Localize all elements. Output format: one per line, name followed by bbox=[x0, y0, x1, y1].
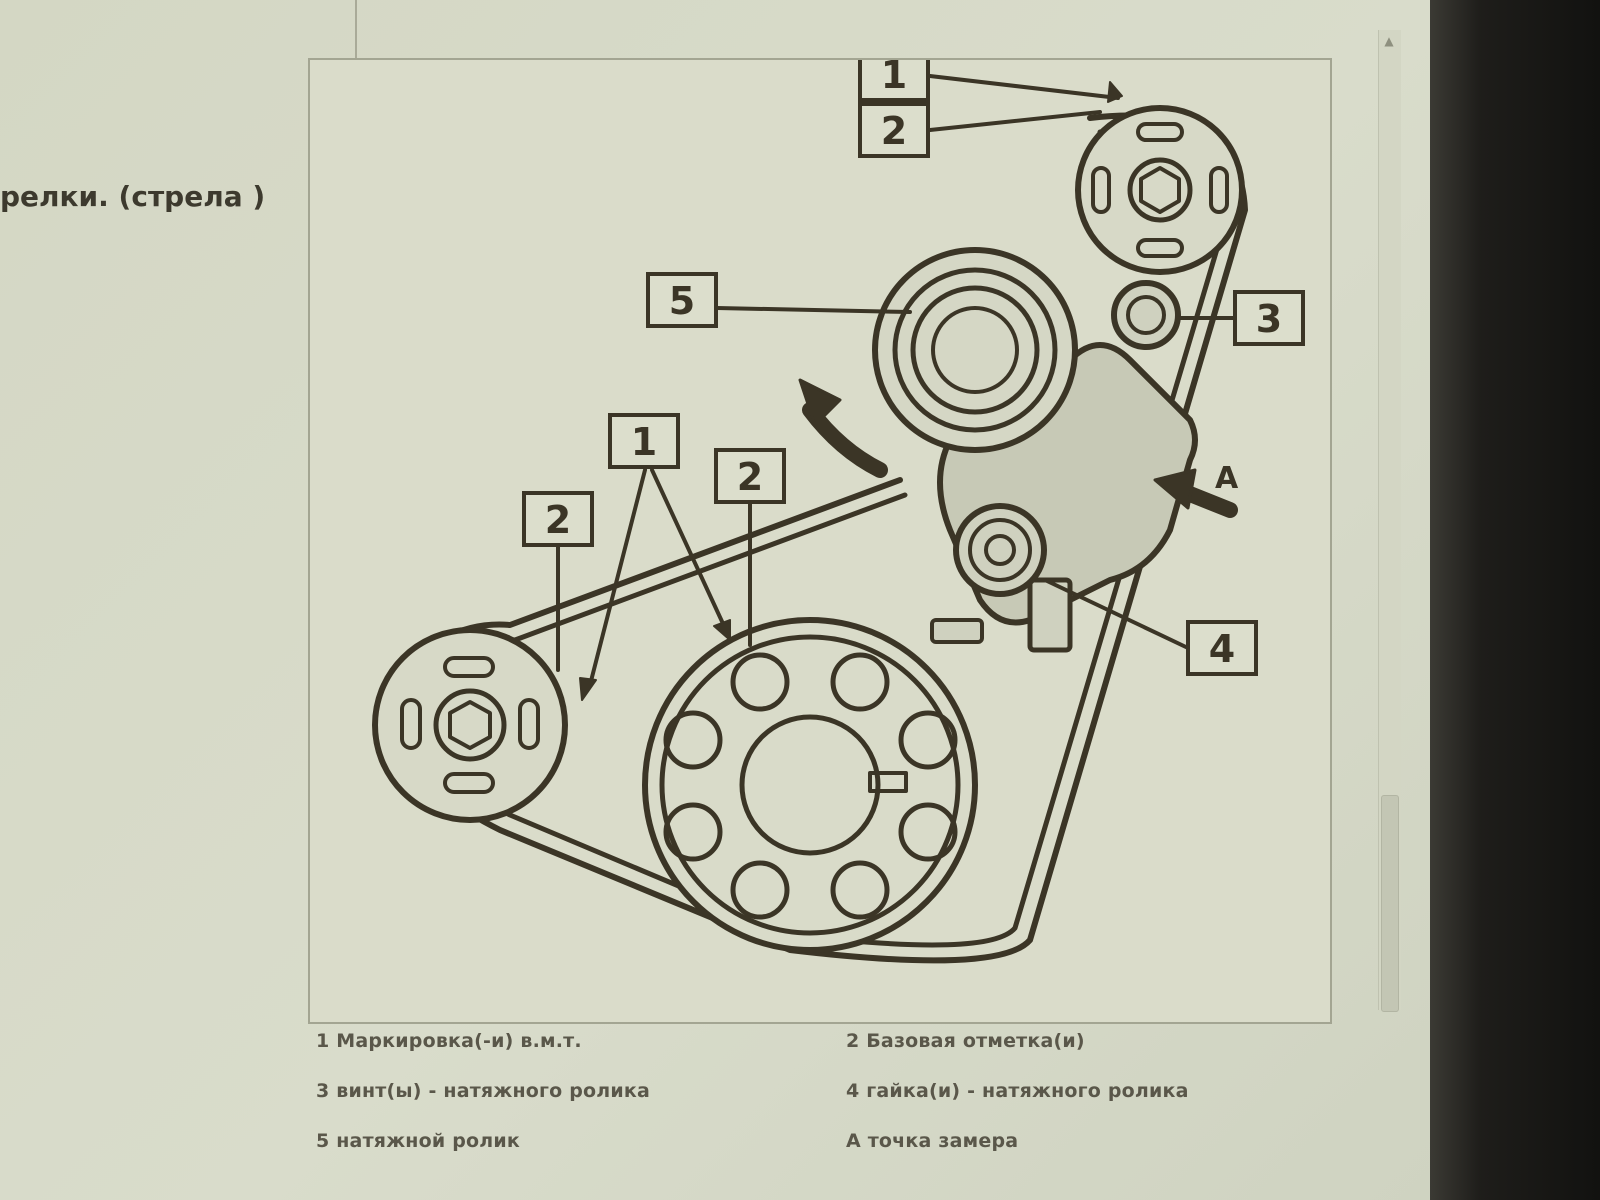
belt-diagram: 1 2 3 4 5 1 2 2 A bbox=[308, 58, 1332, 1024]
scrollbar-thumb[interactable] bbox=[1381, 795, 1399, 1012]
scrollbar-track[interactable] bbox=[1378, 30, 1401, 1010]
left-pulley bbox=[372, 627, 568, 823]
legend-item-3: 3 винт(ы) - натяжного ролика bbox=[316, 1080, 651, 1102]
callout-box-5 bbox=[646, 272, 718, 328]
callout-box-4 bbox=[1186, 620, 1258, 676]
monitor-bezel bbox=[1430, 0, 1600, 1200]
callout-3: 3 bbox=[1256, 297, 1282, 341]
legend-item-1: 1 Маркировка(-и) в.м.т. bbox=[316, 1030, 582, 1052]
tensioner-nut bbox=[953, 503, 1047, 597]
callout-5: 5 bbox=[669, 279, 695, 323]
callout-box-1-top bbox=[858, 60, 930, 102]
callout-2-left: 2 bbox=[545, 498, 571, 542]
callout-box-1-mid bbox=[608, 413, 680, 469]
measure-point-label: A bbox=[1215, 461, 1239, 496]
legend: 1 Маркировка(-и) в.м.т. 2 Базовая отметк… bbox=[316, 1030, 1316, 1190]
callout-1-mid: 1 bbox=[631, 420, 657, 464]
legend-item-2: 2 Базовая отметка(и) bbox=[846, 1030, 1085, 1052]
legend-item-6: A точка замера bbox=[846, 1130, 1019, 1152]
callout-2-mid: 2 bbox=[737, 455, 763, 499]
callout-box-3 bbox=[1233, 290, 1305, 346]
tensioner-bolt bbox=[1111, 280, 1181, 350]
crankshaft-pulley bbox=[642, 617, 978, 953]
callout-1-top: 1 bbox=[881, 60, 907, 97]
callout-4: 4 bbox=[1209, 627, 1235, 671]
camshaft-pulley bbox=[1075, 105, 1245, 275]
callout-box-2-mid bbox=[714, 448, 786, 504]
belt-diagram-svg: 1 2 3 4 5 1 2 2 A bbox=[372, 60, 1305, 964]
callout-2-top: 2 bbox=[881, 109, 907, 153]
callout-box-2-left bbox=[522, 491, 594, 547]
tensioner-roller bbox=[872, 247, 1078, 453]
callout-box-2-top bbox=[858, 102, 930, 158]
scroll-up-arrow-icon[interactable]: ▲ bbox=[1384, 34, 1394, 48]
instruction-text: релки. (стрела ) bbox=[0, 180, 266, 213]
legend-item-4: 4 гайка(и) - натяжного ролика bbox=[846, 1080, 1189, 1102]
legend-item-5: 5 натяжной ролик bbox=[316, 1130, 520, 1152]
